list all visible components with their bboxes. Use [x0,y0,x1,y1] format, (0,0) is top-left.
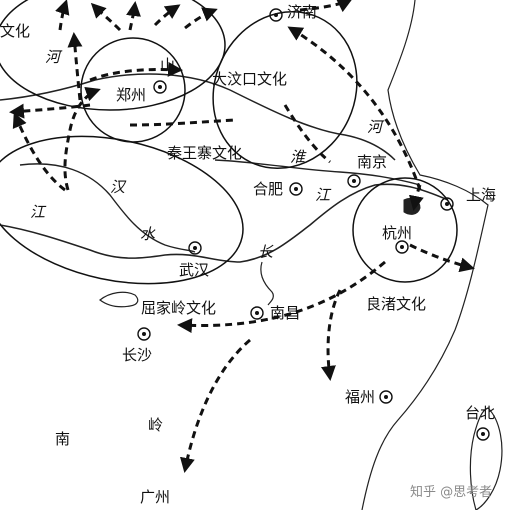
arrow-north-1 [55,0,70,31]
label-han: 汉 [110,178,126,196]
gan-river [260,261,274,306]
city-marker-nanchang [250,306,264,320]
arrow-liangzhu-north [408,184,424,211]
arrow-north-4 [153,4,181,27]
city-marker-hangzhou [395,240,409,254]
arrow-zhengzhou-north [67,32,83,101]
label-ling: 岭 [148,416,164,434]
city-marker-changsha [137,327,151,341]
arrow-dawenkou-south [283,104,331,164]
label-guangzhou: 广州 [140,488,171,506]
label-nanchang: 南昌 [270,304,301,322]
label-hefei: 合肥 [253,180,284,198]
label-huai: 淮 [290,148,306,166]
label-zhengzhou: 郑州 [116,86,147,104]
taiwan-island [469,407,503,510]
liangzhu-region [352,177,458,283]
city-marker-jinan [269,8,283,22]
label-he-2: 河 [367,118,383,136]
label-dawenkou: 大汶口文化 [212,70,288,88]
label-fuzhou: 福州 [345,388,376,406]
label-taibei: 台北 [465,404,496,422]
arrow-qinwangzhai-east [129,118,236,127]
label-chang: 长 [258,243,274,261]
arrow-north-3 [126,1,141,31]
label-changsha: 长沙 [122,346,153,364]
arrow-zhengzhou-east [89,61,183,82]
label-jiang-2: 江 [315,186,331,204]
coastline [361,0,489,510]
label-yangshao: 文化 [0,22,31,40]
arrow-liangzhu-fuzhou [321,289,342,381]
arrow-qinwangzhai-west [9,103,91,119]
arrow-north-2 [90,2,122,32]
label-nanjing: 南京 [357,153,388,171]
city-marker-taibei [476,427,490,441]
label-shanghai: 上海 [466,186,497,204]
yangtze-river [0,183,449,263]
city-marker-hefei [289,182,303,196]
city-marker-wuhan [188,241,202,255]
label-shui: 水 [140,225,156,243]
yangshao-region [0,0,226,111]
label-wuhan: 武汉 [179,261,210,279]
label-qujialing: 屈家岭文化 [141,299,217,317]
city-marker-nanjing [347,174,361,188]
label-jiang-1: 江 [30,203,46,221]
city-marker-zhengzhou [153,80,167,94]
label-he-1: 河 [45,48,61,66]
label-qinwangzhai: 秦王寨文化 [167,144,243,162]
label-jinan: 济南 [287,3,318,21]
han-river [19,163,196,253]
qujialing-region [0,135,244,285]
dongting-lake [99,291,139,308]
city-marker-fuzhou [379,390,393,404]
yellow-river [0,73,396,161]
label-liangzhu: 良渚文化 [366,295,427,313]
dawenkou-region [212,10,358,170]
label-nan: 南 [55,430,71,448]
arrow-loop [63,86,101,191]
watermark: 知乎 @思考者 [410,485,493,500]
arrow-liangzhu-qujialing [177,260,386,334]
arrow-to-jinan [287,26,422,191]
huai-river [214,159,421,186]
arrow-north-5 [184,7,218,30]
city-marker-shanghai [440,197,454,211]
arrow-han-west [12,112,66,192]
arrow-qujialing-guangzhou [180,338,251,473]
label-shan: 山 [160,56,176,74]
arrow-liangzhu-east [409,243,475,273]
taihu-lake [403,197,421,215]
label-hangzhou: 杭州 [382,224,413,242]
arrow-jinan [299,0,353,13]
